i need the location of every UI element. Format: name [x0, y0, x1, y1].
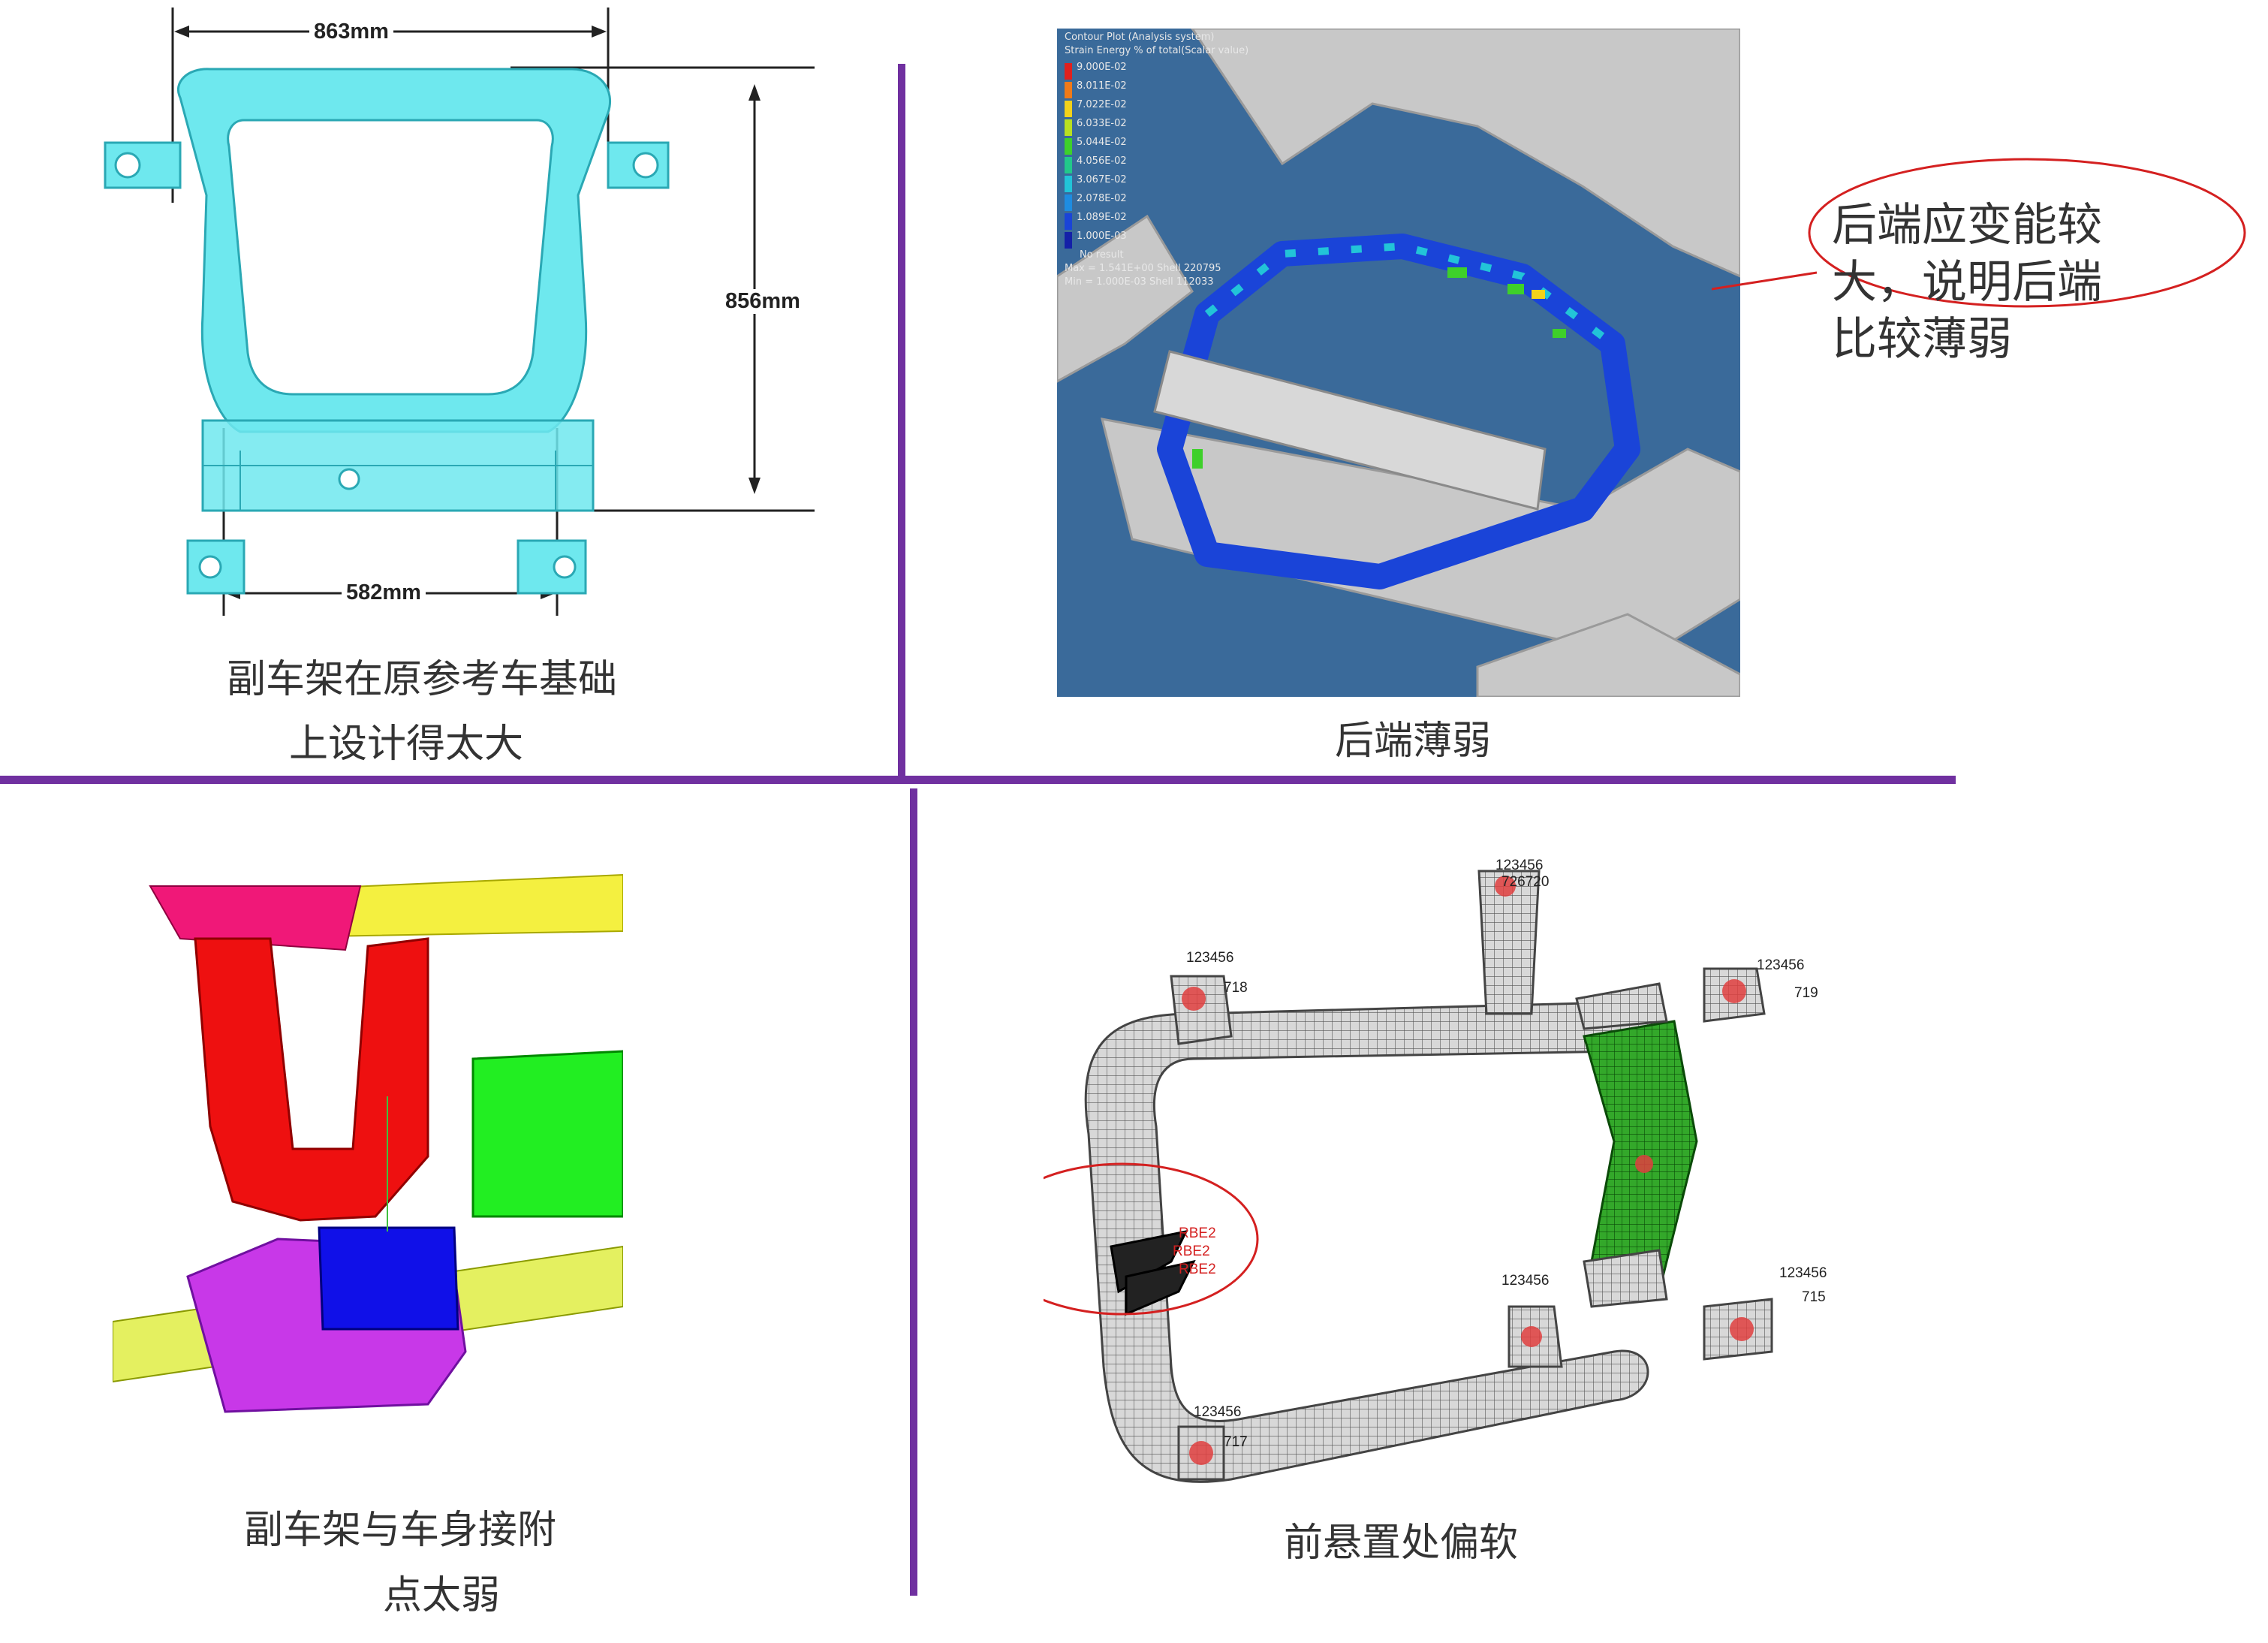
callout-text-line3: 比较薄弱 — [1832, 313, 2012, 366]
node-id-b: 718 — [1224, 980, 1248, 996]
caption-oversized-subframe-line1: 副车架在原参考车基础 — [227, 657, 618, 702]
legend-max: Max = 1.541E+00 Shell 220795 — [1065, 263, 1221, 274]
legend-entry: 2.078E-02 — [1065, 193, 1230, 211]
caption-front-mount-soft: 前悬置处偏软 — [1284, 1521, 1519, 1566]
callout-ellipse — [1808, 158, 2246, 308]
legend-entry: 6.033E-02 — [1065, 118, 1230, 136]
legend-swatch — [1065, 176, 1072, 192]
legend-rows: 9.000E-02 8.011E-02 7.022E-02 6.033E-02 5.04… — [1065, 62, 1245, 264]
legend-value: 5.044E-02 — [1077, 137, 1127, 148]
fe-mesh-svg — [986, 870, 1773, 1483]
callout-text-line2: 大，说明后端 — [1832, 256, 2102, 309]
legend-swatch — [1065, 119, 1072, 136]
callout-ellipse-svg — [1712, 158, 2246, 308]
strain-energy-contour-plot: Contour Plot (Analysis system) Strain En… — [1057, 29, 1740, 697]
attachment-model-svg — [112, 873, 625, 1413]
legend-swatch — [1065, 194, 1072, 211]
node-label-d: 123456 — [1779, 1265, 1827, 1281]
node-id-d: 715 — [1802, 1289, 1826, 1305]
node-label-b: 123456 — [1186, 950, 1234, 966]
legend-value: 4.056E-02 — [1077, 155, 1127, 167]
node-id-c: 719 — [1794, 985, 1818, 1001]
legend-value: 1.089E-02 — [1077, 212, 1127, 223]
subframe-outline-svg — [104, 8, 815, 616]
legend-entry: 8.011E-02 — [1065, 80, 1230, 98]
callout-text-line1: 后端应变能较 — [1832, 199, 2102, 252]
dimension-bottom-label: 582mm — [342, 580, 426, 605]
rbe-label-1: RBE2 — [1179, 1225, 1216, 1241]
dimension-top-label: 863mm — [309, 20, 393, 44]
dimension-right-label: 856mm — [721, 289, 805, 314]
legend-swatch — [1065, 213, 1072, 230]
contour-legend: Contour Plot (Analysis system) Strain En… — [1059, 30, 1254, 315]
caption-rear-weak: 后端薄弱 — [1335, 719, 1492, 764]
legend-value: 2.078E-02 — [1077, 193, 1127, 204]
legend-value: 6.033E-02 — [1077, 118, 1127, 129]
plot-title: Contour Plot (Analysis system) — [1065, 32, 1215, 43]
legend-value: 7.022E-02 — [1077, 99, 1127, 110]
node-label-f: 123456 — [1194, 1404, 1242, 1420]
legend-entry: 5.044E-02 — [1065, 137, 1230, 155]
subframe-dimension-drawing: 863mm 856mm 582mm — [90, 0, 841, 631]
legend-swatch — [1065, 63, 1072, 80]
caption-weak-attachment-line2: 点太弱 — [383, 1573, 501, 1618]
divider-vertical-bottom — [910, 788, 917, 1596]
subframe-fe-mesh-view: 123456 726720 123456 718 123456 719 1234… — [986, 841, 1884, 1502]
legend-swatch — [1065, 157, 1072, 173]
legend-swatch — [1065, 138, 1072, 155]
legend-entry: 7.022E-02 — [1065, 99, 1230, 117]
contour-model-svg — [1057, 29, 1740, 697]
legend-entry: 3.067E-02 — [1065, 174, 1230, 192]
caption-weak-attachment-line1: 副车架与车身接附 — [244, 1508, 557, 1553]
legend-entry: 1.089E-02 — [1065, 212, 1230, 230]
rbe-label-3: RBE2 — [1179, 1262, 1216, 1277]
legend-min: Min = 1.000E-03 Shell 112033 — [1065, 276, 1214, 288]
node-label-a: 123456 — [1495, 858, 1544, 873]
legend-entry: 4.056E-02 — [1065, 155, 1230, 173]
legend-entry: 9.000E-02 — [1065, 62, 1230, 80]
divider-horizontal — [0, 776, 1956, 784]
node-id-a: 726720 — [1501, 874, 1550, 890]
legend-value: 3.067E-02 — [1077, 174, 1127, 185]
node-label-e: 123456 — [1501, 1273, 1550, 1289]
legend-swatch — [1065, 232, 1072, 249]
legend-value: 9.000E-02 — [1077, 62, 1127, 73]
legend-swatch — [1065, 82, 1072, 98]
divider-vertical-top — [898, 64, 905, 781]
legend-entry: 1.000E-03 — [1065, 231, 1230, 249]
legend-no-result: No result — [1080, 249, 1124, 261]
legend-value: 8.011E-02 — [1077, 80, 1127, 92]
legend-swatch — [1065, 101, 1072, 117]
attachment-3d-view — [112, 826, 625, 1442]
caption-oversized-subframe-line2: 上设计得太大 — [289, 722, 524, 767]
legend-value: 1.000E-03 — [1077, 231, 1127, 242]
node-label-c: 123456 — [1757, 957, 1805, 973]
node-id-f: 717 — [1224, 1434, 1248, 1450]
rbe-label-2: RBE2 — [1173, 1244, 1210, 1259]
plot-subtitle: Strain Energy % of total(Scalar value) — [1065, 45, 1249, 56]
callout-leader-line — [1712, 271, 1818, 291]
